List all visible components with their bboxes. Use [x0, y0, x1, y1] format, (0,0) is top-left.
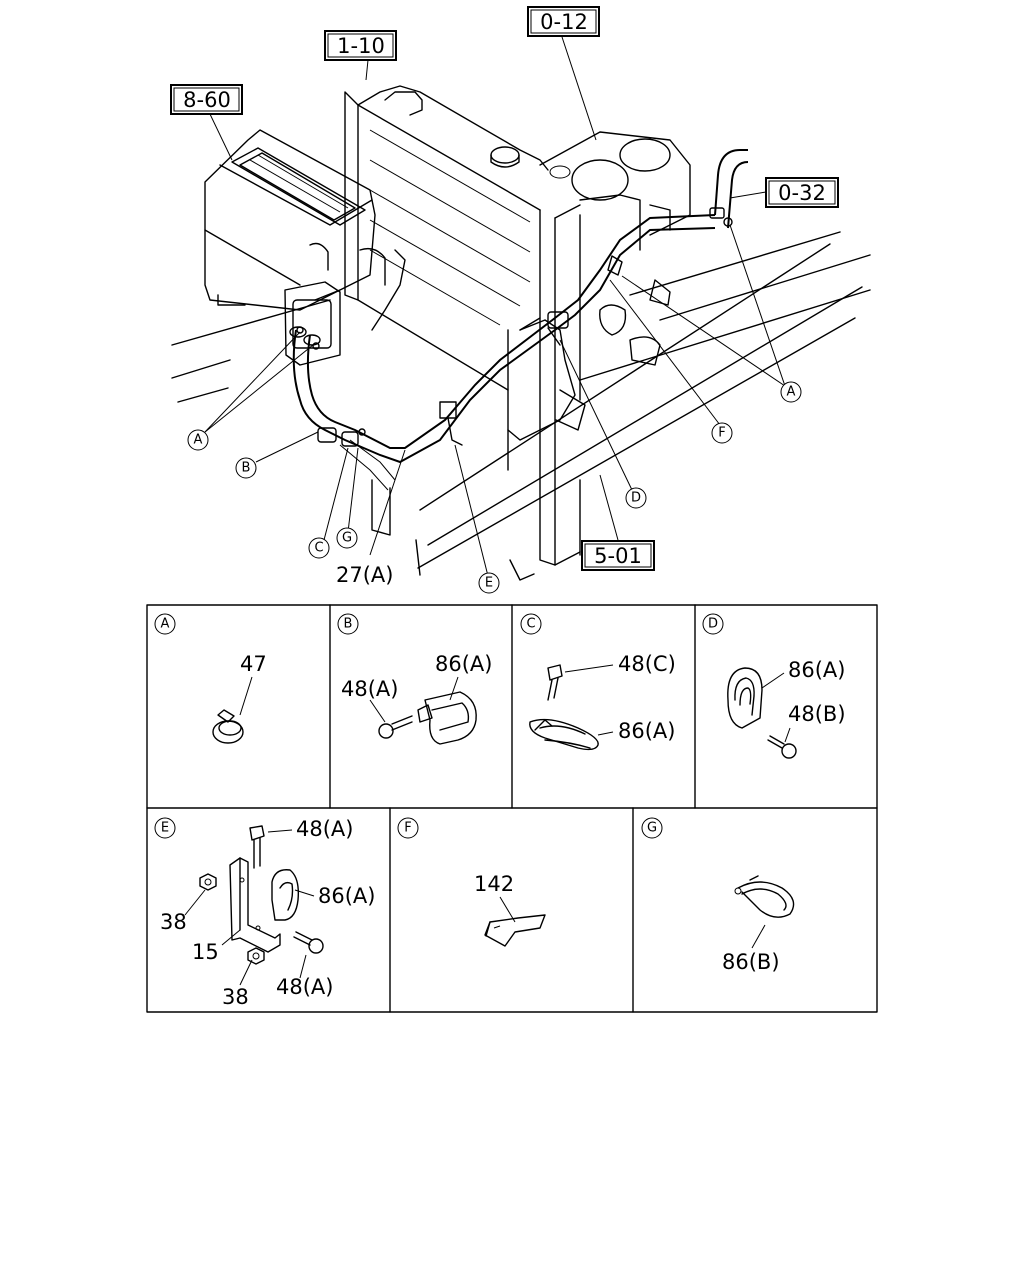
panel-d-part-48b: 48(B)	[788, 702, 846, 726]
callout-g: G	[342, 531, 352, 546]
panel-c-letter: C	[526, 617, 535, 632]
ref-label-1-10: 1-10	[337, 34, 385, 58]
heater-unit	[204, 129, 406, 366]
callout-e: E	[485, 576, 493, 591]
panel-b-part-48a: 48(A)	[341, 677, 398, 701]
main-callouts: A B C G E D F A 27(A)	[187, 381, 802, 594]
clip-86a-e	[271, 869, 300, 921]
panel-b-letter: B	[344, 617, 353, 632]
ref-box-0-32	[765, 177, 839, 208]
bracket-15	[229, 857, 281, 953]
ref-box-0-12	[527, 6, 600, 37]
detail-panel-f: F 142	[397, 817, 546, 947]
bolt-48a-bottom	[293, 931, 324, 954]
panel-d-letter: D	[708, 617, 718, 632]
ref-box-1-10	[324, 30, 397, 61]
callout-a-left: A	[194, 433, 203, 448]
detail-panel-c: C 48(C) 86(A)	[520, 613, 676, 751]
ref-box-5-01	[581, 540, 655, 571]
bolt-48c-c	[547, 664, 563, 701]
callout-a-right: A	[787, 385, 796, 400]
reference-boxes: 1-10 0-12 8-60 0-32 5-01	[170, 6, 839, 571]
panel-e-part-15: 15	[192, 940, 219, 964]
leader-lines	[204, 36, 786, 577]
panel-f-letter: F	[404, 821, 411, 836]
bolt-48b-d	[767, 735, 797, 759]
heater-hoses	[289, 149, 749, 491]
bolt-48a-b	[378, 715, 413, 739]
clip-86a-b	[417, 691, 477, 745]
hose-clamp-47	[212, 709, 244, 744]
callout-d: D	[631, 491, 641, 506]
callout-c: C	[314, 541, 323, 556]
panel-c-part-48c: 48(C)	[618, 652, 676, 676]
panel-a-letter: A	[161, 617, 170, 632]
detail-panel-g: G 86(B)	[641, 817, 795, 974]
panel-a-part-47: 47	[240, 652, 267, 676]
clip-86b-g	[734, 875, 795, 918]
clip-86a-d	[727, 667, 763, 729]
panel-e-letter: E	[161, 821, 169, 836]
callout-b: B	[242, 461, 251, 476]
panel-f-part-142: 142	[474, 872, 514, 896]
ref-label-0-12: 0-12	[540, 10, 588, 34]
panel-e-part-48a-top: 48(A)	[296, 817, 353, 841]
panel-d-part-86a: 86(A)	[788, 658, 845, 682]
bolt-48a-top	[249, 825, 265, 869]
ref-label-8-60: 8-60	[183, 88, 231, 112]
panel-e-part-38-bottom: 38	[222, 985, 249, 1009]
panel-e-part-86a: 86(A)	[318, 884, 375, 908]
panel-e-part-48a-bottom: 48(A)	[276, 975, 333, 999]
nut-38-left	[199, 873, 217, 891]
detail-panel-b: B 86(A) 48(A)	[337, 613, 492, 745]
main-illustration: 1-10 0-12 8-60 0-32 5-01 A B C G E	[170, 6, 871, 594]
detail-panel-d: D 86(A) 48(B)	[702, 613, 846, 759]
ref-label-5-01: 5-01	[594, 544, 642, 568]
chassis-frame	[171, 231, 871, 581]
panel-b-part-86a: 86(A)	[435, 652, 492, 676]
nut-38-bottom	[247, 947, 265, 965]
callout-f: F	[718, 426, 725, 441]
part-label-27a: 27(A)	[336, 563, 393, 587]
ref-label-0-32: 0-32	[778, 181, 826, 205]
ref-box-8-60	[170, 84, 243, 115]
detail-grid	[146, 604, 878, 1013]
panel-c-part-86a: 86(A)	[618, 719, 675, 743]
panel-e-part-38-left: 38	[160, 910, 187, 934]
detail-panel-a: A 47	[154, 613, 267, 744]
bracket-142	[484, 914, 546, 947]
panel-g-letter: G	[647, 821, 657, 836]
detail-panel-e: E 48(A) 86(A) 38 15 38 48(A)	[154, 817, 375, 1009]
clip-86a-c	[529, 718, 599, 751]
panel-g-part-86b: 86(B)	[722, 950, 780, 974]
